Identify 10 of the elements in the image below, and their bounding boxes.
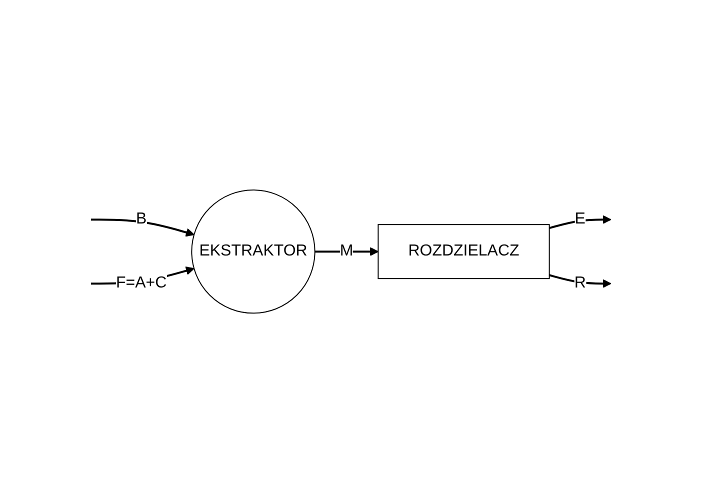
arrow: [549, 215, 612, 229]
edge-label: E: [574, 210, 586, 228]
edge-label: R: [574, 274, 586, 292]
arrow: [91, 218, 195, 237]
arrow: [314, 247, 379, 256]
node-box: ROZDZIELACZ: [378, 224, 550, 279]
edge-label: F=A+C: [116, 274, 167, 292]
node-circle: EKSTRAKTOR: [191, 189, 316, 314]
edge-label: M: [340, 242, 354, 260]
edge-label: B: [136, 210, 147, 228]
